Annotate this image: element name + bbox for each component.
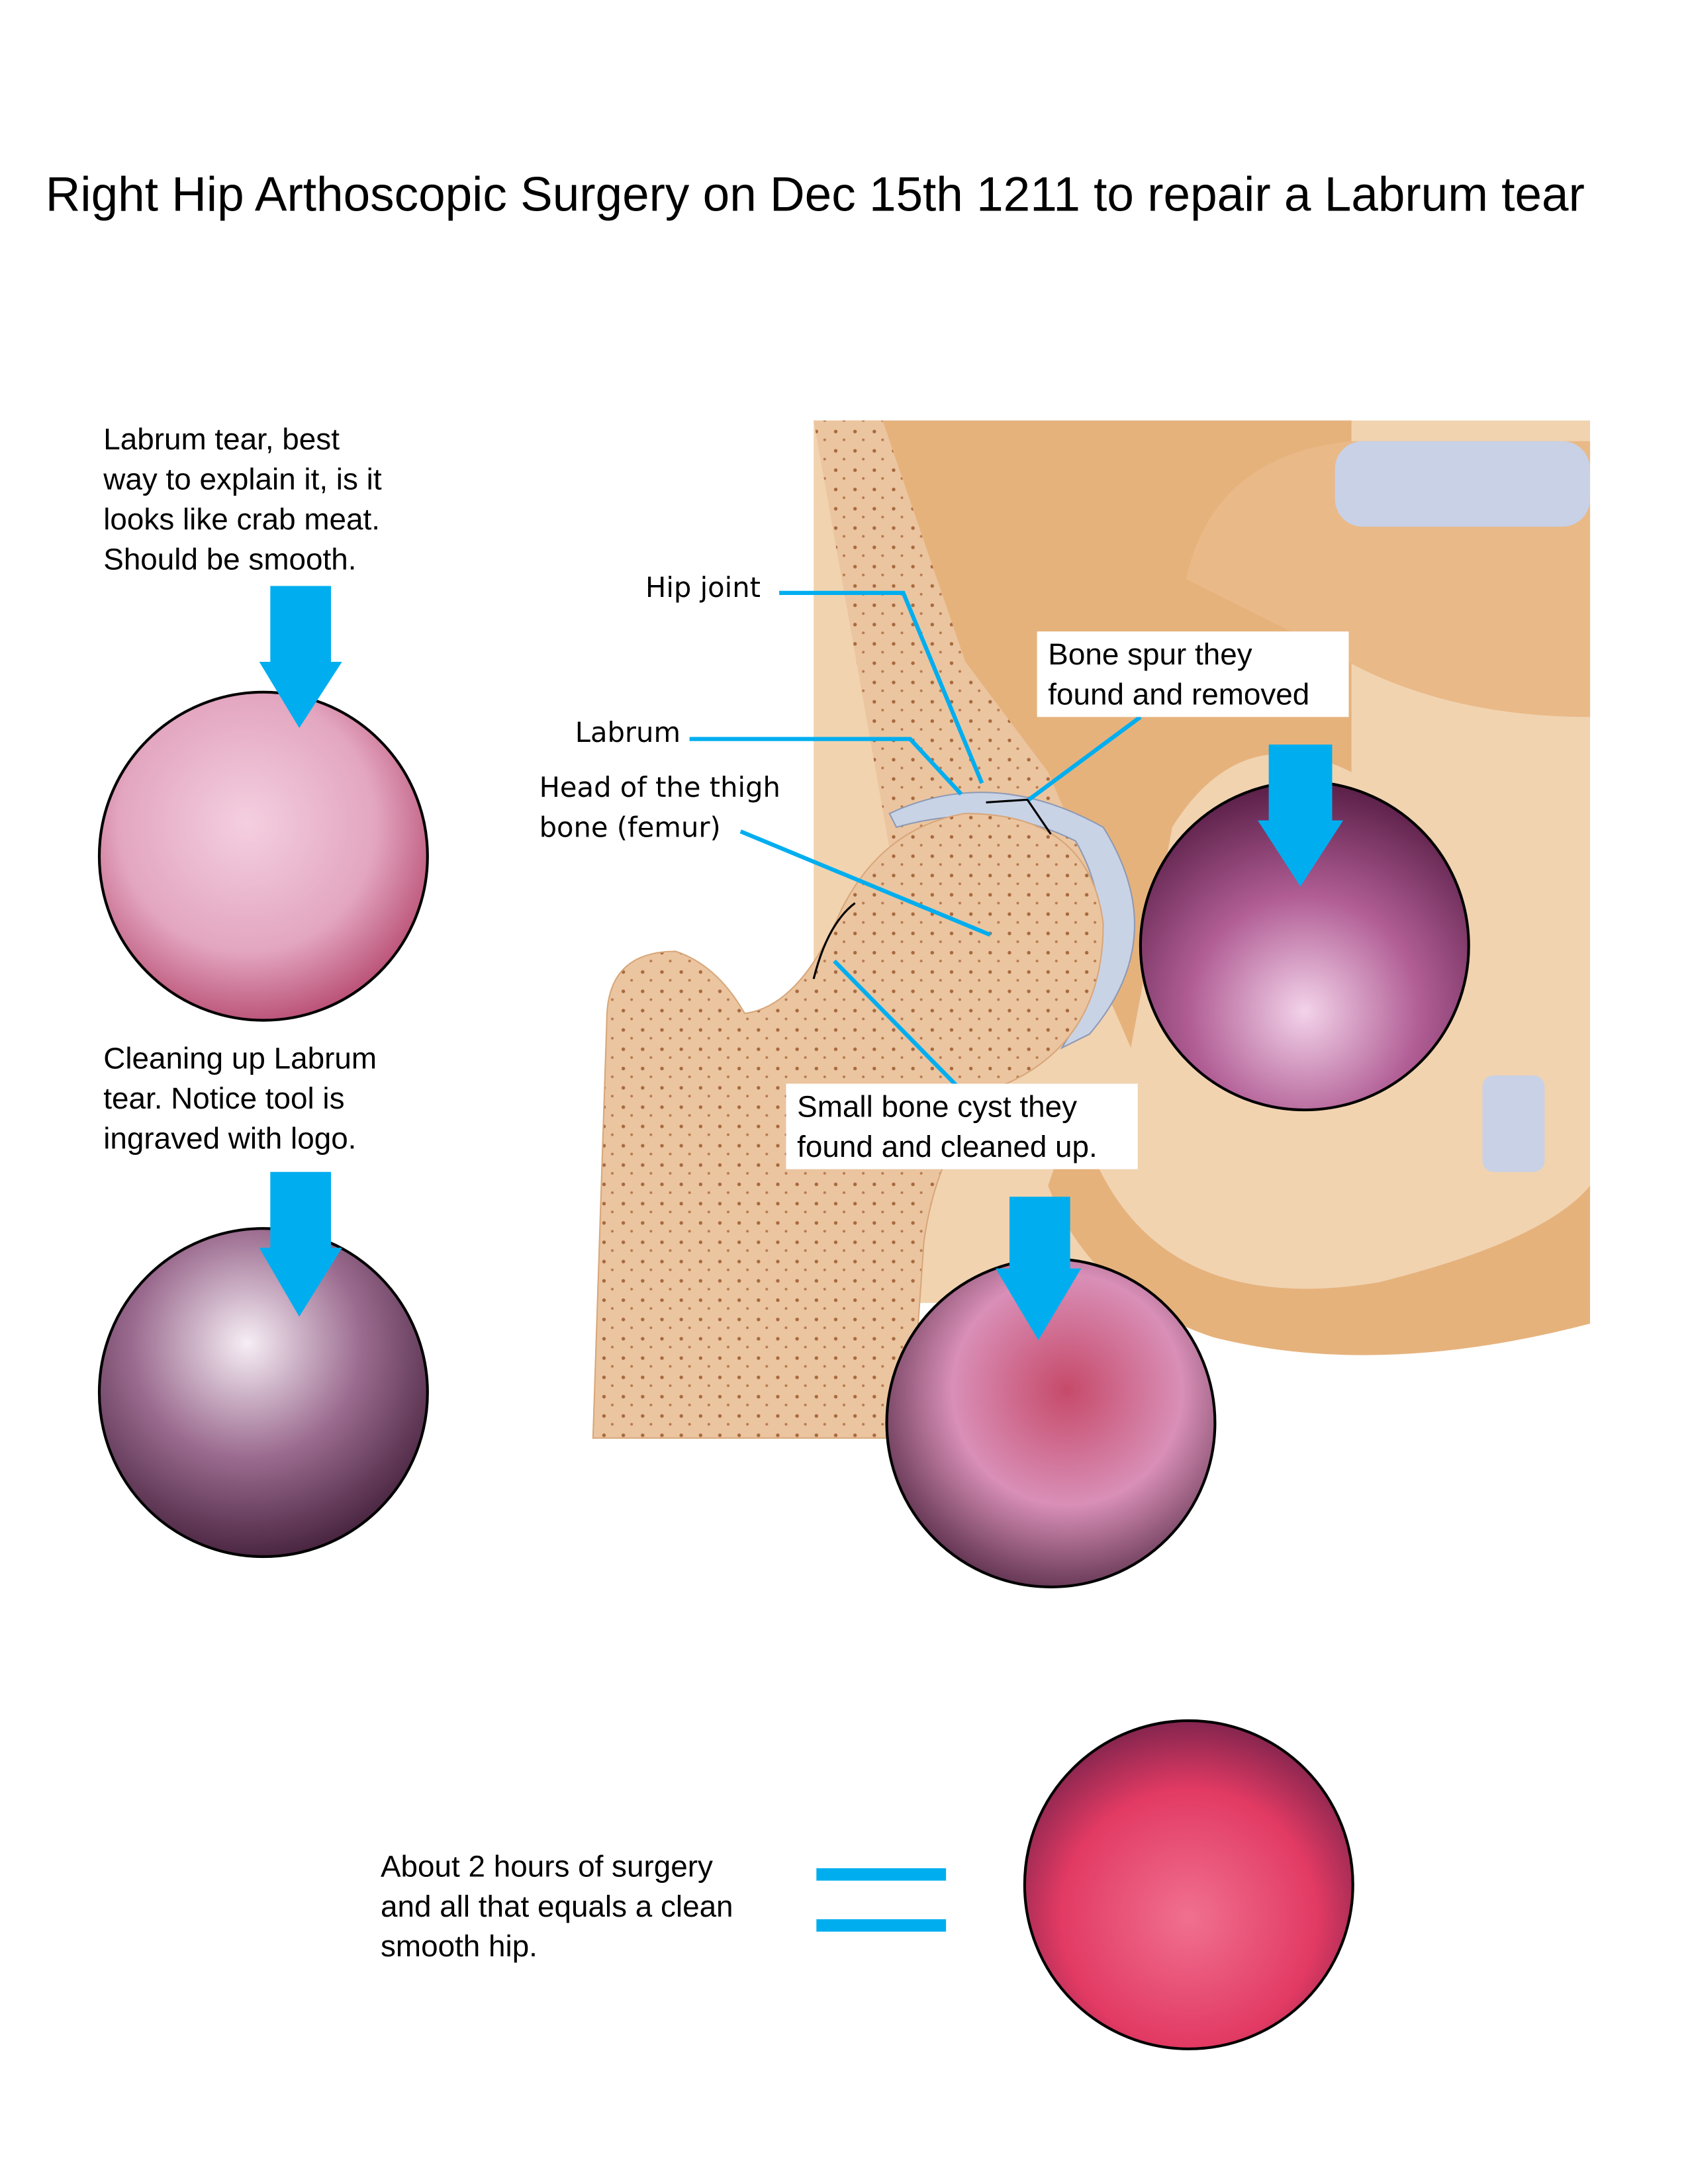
label-femur-head: Head of the thigh bone (femur) xyxy=(539,770,780,844)
label-labrum: Labrum xyxy=(575,715,681,749)
scope-photo-smooth-hip xyxy=(1023,1719,1354,2050)
leader-lines xyxy=(689,590,1142,1105)
callout-bone-cyst: Small bone cyst they found and cleaned u… xyxy=(786,1083,1138,1169)
label-hip-joint: Hip joint xyxy=(645,570,761,604)
arrow-down-icon xyxy=(1257,744,1344,887)
callout-bone-spur: Bone spur they found and removed xyxy=(1037,631,1349,717)
arrow-down-icon xyxy=(259,586,342,728)
arrow-down-icon xyxy=(259,1171,342,1317)
page-title: Right Hip Arthoscopic Surgery on Dec 15t… xyxy=(45,168,1585,222)
equals-sign xyxy=(816,1868,947,1932)
scope-photo-cleaning-tool xyxy=(97,1227,429,1559)
note-labrum-tear: Labrum tear, best way to explain it, is … xyxy=(103,422,382,576)
arrow-down-icon xyxy=(996,1197,1082,1340)
note-cleaning: Cleaning up Labrum tear. Notice tool is … xyxy=(103,1040,377,1156)
note-summary: About 2 hours of surgery and all that eq… xyxy=(380,1848,733,1964)
scope-photo-labrum-tear xyxy=(97,690,429,1022)
